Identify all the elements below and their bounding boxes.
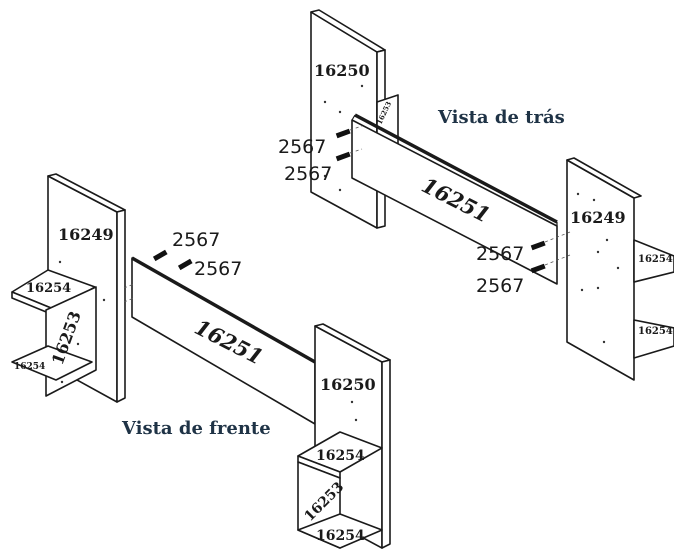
beam-16251-back: 16251: [351, 113, 558, 285]
dowel: [335, 151, 351, 162]
shelf-16254-bottom: [11, 345, 93, 381]
dowel: [335, 128, 351, 139]
shelf-16254-upper: [633, 239, 674, 283]
panel-16249-back: 16249 16254 16254: [566, 157, 674, 381]
dowel: [530, 240, 546, 251]
part-label: 16250: [320, 375, 376, 394]
hardware-label: 2567: [476, 275, 524, 297]
shelf-16254-bottom: [297, 513, 383, 549]
dowels-front: 2567 2567: [152, 229, 242, 280]
panel-16250-front: 16250 16254 16253 16254: [297, 323, 391, 549]
back-view: 16253 16250 16251 2567 2567 Vista de trá…: [278, 9, 674, 381]
panel-top-edge: [566, 157, 642, 199]
hardware-label: 2567: [172, 229, 220, 251]
dowel: [177, 258, 193, 271]
part-label: 16249: [58, 225, 114, 244]
panel-side-edge: [116, 209, 126, 403]
part-label: 16254: [638, 254, 673, 265]
part-label: 16249: [570, 208, 626, 227]
dowel: [530, 263, 546, 274]
part-label: 16254: [26, 281, 71, 296]
part-label: 16254: [638, 326, 673, 337]
part-label: 16254: [316, 528, 365, 544]
part-label: 16254: [14, 362, 45, 372]
dowels-back-right: 2567 2567: [476, 231, 571, 297]
part-label: 16254: [316, 448, 365, 464]
beam-top-edge: [354, 113, 558, 224]
front-view: 16249 16254 16253 16254 16251 2567 2567: [11, 173, 391, 549]
hardware-label: 2567: [194, 258, 242, 280]
hardware-label: 2567: [278, 136, 326, 158]
dowel: [152, 249, 168, 262]
panel-side-edge: [381, 359, 391, 549]
beam-face: [351, 119, 558, 285]
hardware-label: 2567: [284, 163, 332, 185]
beam-top-edge: [131, 256, 316, 364]
beam-16251-front: 16251: [123, 256, 316, 425]
hardware-label: 2567: [476, 243, 524, 265]
shelf-16254-lower: [633, 319, 674, 359]
part-label: 16250: [314, 61, 370, 80]
dowels-back-left: 2567 2567: [278, 125, 363, 185]
panel-16250-back: 16253 16250: [310, 9, 399, 229]
view-title: Vista de trás: [437, 107, 565, 128]
view-title: Vista de frente: [121, 418, 271, 439]
panel-16249-front: 16249 16254 16253 16254: [11, 173, 126, 403]
